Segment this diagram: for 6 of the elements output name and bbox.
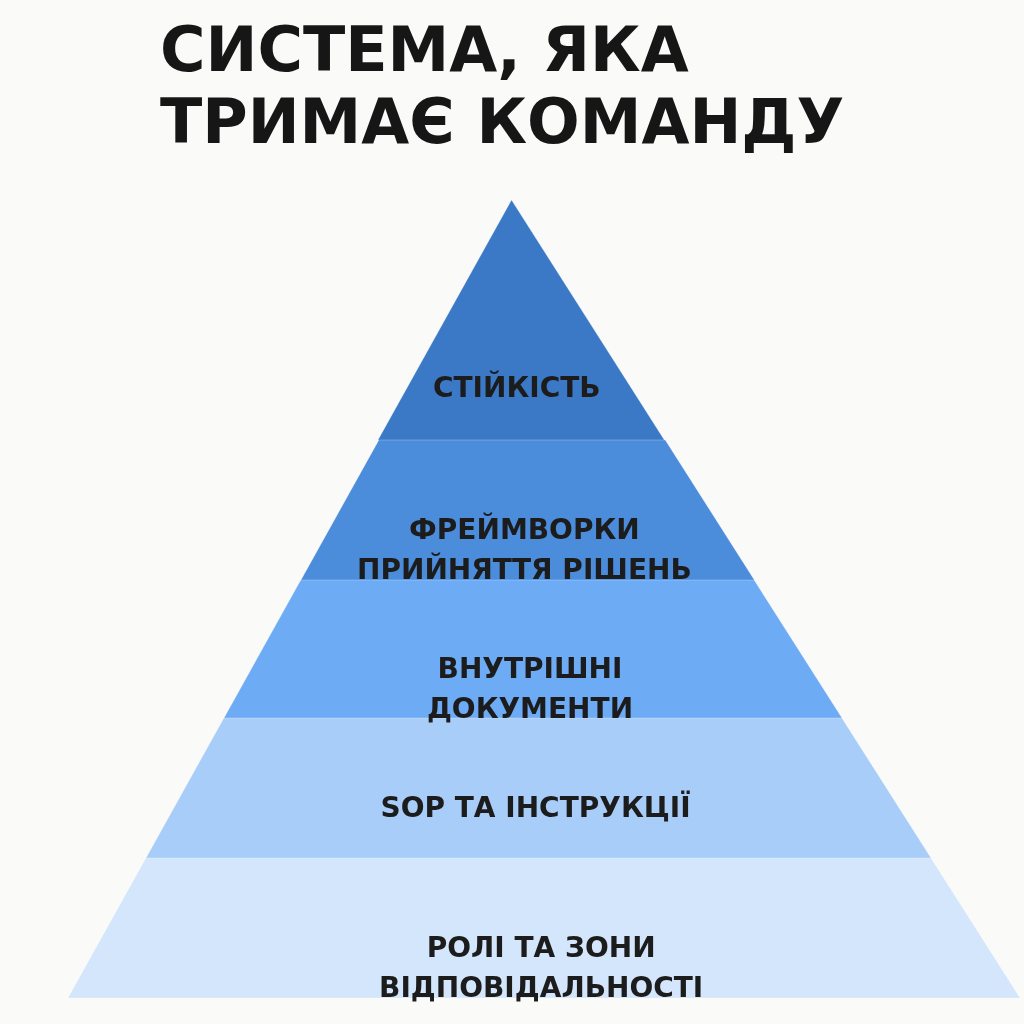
tier-label: ФРЕЙМВОРКИ ПРИЙНЯТТЯ РІШЕНЬ bbox=[356, 511, 693, 588]
tier-label: РОЛІ ТА ЗОНИ ВІДПОВІДАЛЬНОСТІ bbox=[378, 930, 705, 1006]
tier-label: SOP ТА ІНСТРУКЦІЇ bbox=[379, 789, 692, 826]
tier-label: ВНУТРІШНІ ДОКУМЕНТИ bbox=[425, 651, 635, 727]
title: СИСТЕМА, ЯКА ТРИМАЄ КОМАНДУ bbox=[160, 14, 846, 158]
tier-label: СТІЙКІСТЬ bbox=[431, 369, 602, 406]
